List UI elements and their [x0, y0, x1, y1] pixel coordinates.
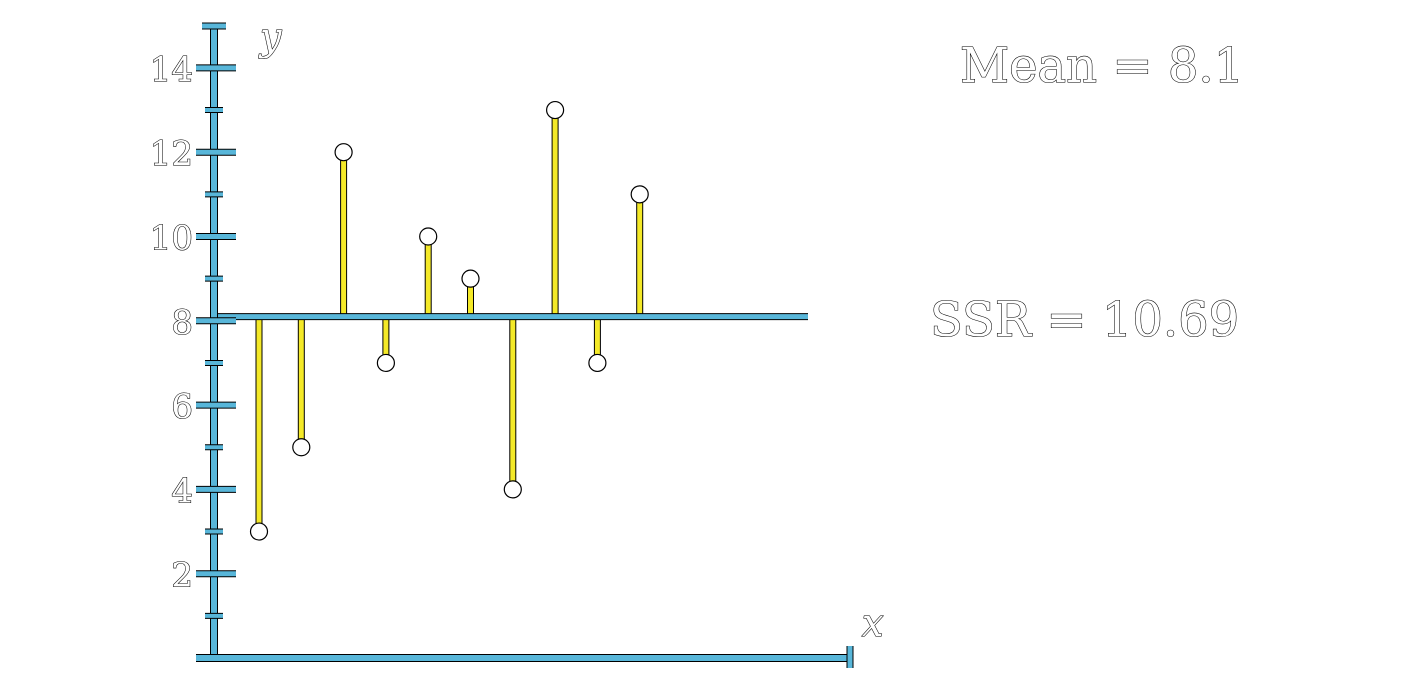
mean-annotation: Mean = 8.1 [960, 38, 1244, 94]
labels-layer: 2 4 6 8 10 12 14 [149, 49, 193, 596]
residuals-layer [255, 110, 644, 532]
data-point-3 [334, 143, 353, 162]
data-point-8 [545, 100, 565, 120]
points-layer [249, 100, 649, 541]
data-point-10 [630, 185, 649, 204]
y-tick-label-2: 2 [171, 556, 193, 596]
data-point-9 [588, 353, 607, 373]
data-point-5 [419, 227, 438, 246]
y-axis-label: y [258, 15, 282, 59]
data-point-2 [292, 438, 311, 457]
y-tick-label-8: 8 [171, 303, 193, 343]
y-tick-label-12: 12 [150, 134, 193, 174]
data-point-1 [249, 522, 269, 541]
x-axis-label: x [862, 601, 883, 645]
ssr-annotation: SSR = 10.69 [930, 292, 1239, 348]
data-point-4 [376, 353, 395, 373]
y-tick-label-10: 10 [150, 219, 193, 259]
data-point-6 [461, 269, 480, 288]
y-tick-label-14: 14 [150, 50, 193, 90]
y-tick-label-4: 4 [171, 471, 193, 511]
y-tick-label-6: 6 [171, 387, 193, 427]
axes-layer [196, 22, 854, 668]
data-point-7 [503, 480, 522, 499]
